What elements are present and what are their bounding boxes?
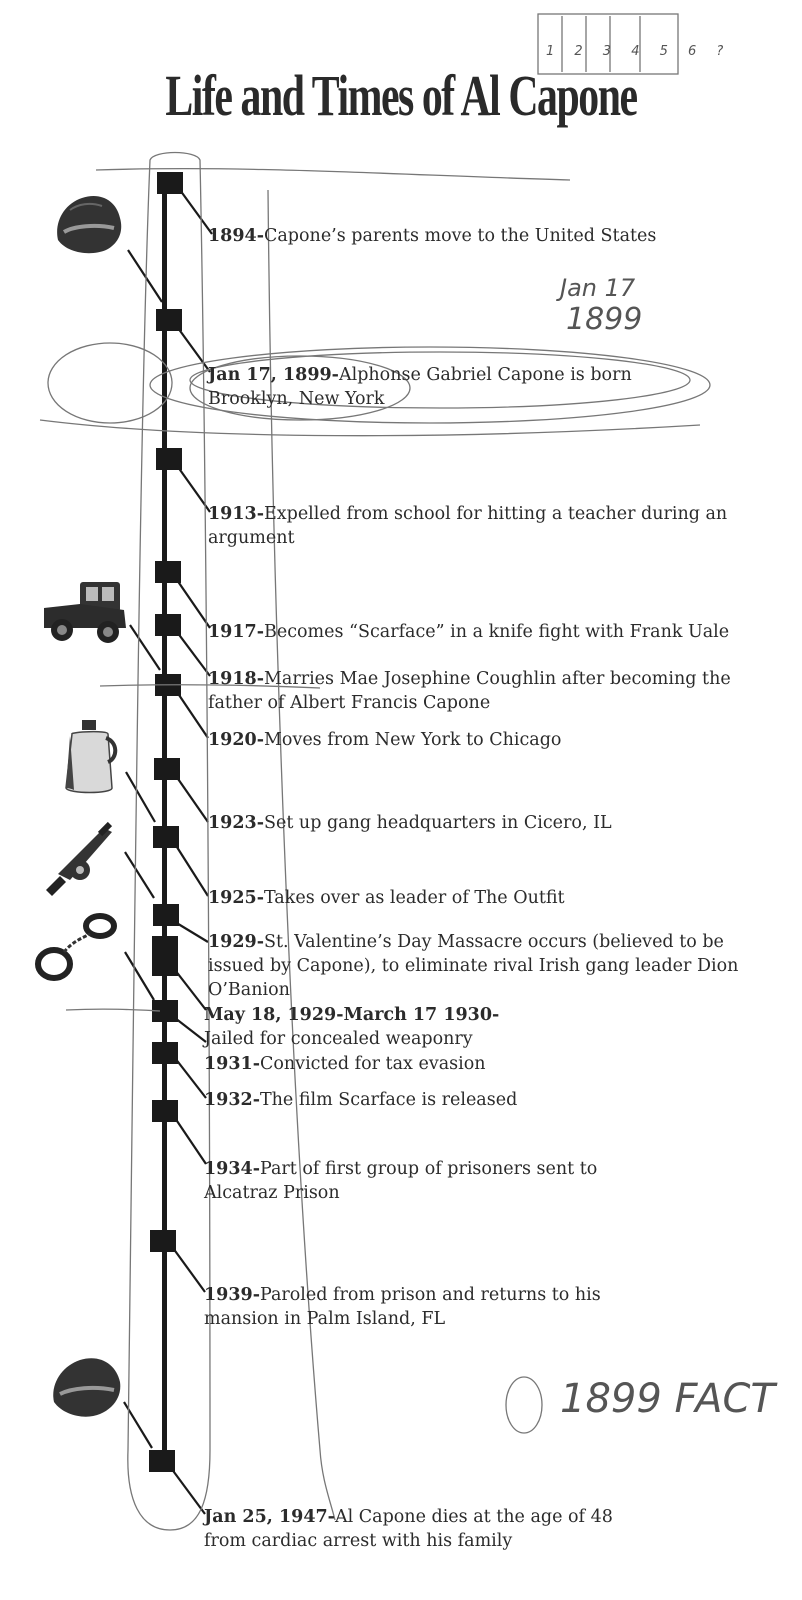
timeline-marker — [152, 1042, 178, 1064]
event-text: Moves from New York to Chicago — [263, 730, 562, 750]
fedora-hat-icon — [57, 196, 122, 254]
timeline-event: 1923-Set up gang headquarters in Cicero,… — [208, 811, 768, 835]
timeline-marker — [152, 1100, 178, 1122]
timeline-marker — [150, 1230, 176, 1252]
event-text: Alphonse Gabriel Capone is born Brooklyn… — [208, 365, 632, 409]
event-date: 1923- — [208, 813, 264, 833]
event-text: Part of first group of prisoners sent to… — [204, 1159, 598, 1203]
timeline-event: Jan 25, 1947-Al Capone dies at the age o… — [204, 1505, 644, 1553]
event-date: 1931- — [204, 1054, 260, 1074]
timeline-event: 1920-Moves from New York to Chicago — [208, 728, 768, 752]
timeline-marker — [157, 172, 183, 194]
handwritten-note-date: Jan 17 — [560, 274, 636, 302]
fedora-hat-icon — [53, 1358, 121, 1417]
event-date: 1939- — [204, 1285, 260, 1305]
event-date: 1932- — [204, 1090, 260, 1110]
handwritten-note-boxes: 1 2 3 4 5 6 ? — [546, 44, 732, 59]
event-date: 1894- — [208, 226, 264, 246]
timeline-marker — [155, 561, 181, 583]
event-date: Jan 25, 1947- — [204, 1507, 335, 1527]
event-text: Capone’s parents move to the United Stat… — [263, 226, 657, 246]
event-text: Takes over as leader of The Outfit — [263, 888, 565, 908]
timeline-event: 1939-Paroled from prison and returns to … — [204, 1283, 664, 1331]
timeline-marker — [149, 1450, 175, 1472]
event-text: Al Capone dies at the age of 48 from car… — [204, 1507, 613, 1551]
timeline-marker — [152, 936, 178, 976]
timeline-marker — [155, 614, 181, 636]
timeline-event: 1929-St. Valentine’s Day Massacre occurs… — [208, 930, 768, 1002]
timeline-marker — [156, 309, 182, 331]
event-text: Marries Mae Josephine Coughlin after bec… — [208, 669, 731, 713]
event-date: 1917- — [208, 622, 264, 642]
timeline-event: Jan 17, 1899-Alphonse Gabriel Capone is … — [208, 363, 678, 411]
event-date: 1913- — [208, 504, 264, 524]
event-text: Set up gang headquarters in Cicero, IL — [263, 813, 612, 833]
timeline-marker — [152, 1000, 178, 1022]
handcuffs-icon — [35, 913, 117, 981]
timeline-event: 1894-Capone’s parents move to the United… — [208, 224, 768, 248]
event-date: Jan 17, 1899- — [208, 365, 339, 385]
event-date: 1918- — [208, 669, 264, 689]
event-date: 1925- — [208, 888, 264, 908]
event-text: St. Valentine’s Day Massacre occurs (bel… — [208, 932, 739, 1000]
timeline-event: 1918-Marries Mae Josephine Coughlin afte… — [208, 667, 768, 715]
timeline-event: 1913-Expelled from school for hitting a … — [208, 502, 768, 550]
event-date: May 18, 1929-March 17 1930- — [204, 1005, 500, 1025]
event-text: Expelled from school for hitting a teach… — [208, 504, 728, 548]
event-text: Becomes “Scarface” in a knife fight with… — [263, 622, 730, 642]
timeline-event: 1934-Part of first group of prisoners se… — [204, 1157, 654, 1205]
handwritten-note-fact: 1899 FACT — [560, 1376, 775, 1422]
timeline-spine — [162, 182, 167, 1460]
tommy-gun-icon — [46, 821, 113, 896]
timeline-event: May 18, 1929-March 17 1930- Jailed for co… — [204, 1003, 524, 1051]
event-text: Convicted for tax evasion — [259, 1054, 486, 1074]
event-text: Jailed for concealed weaponry — [204, 1029, 473, 1049]
timeline-marker — [153, 826, 179, 848]
event-date: 1929- — [208, 932, 264, 952]
event-date: 1934- — [204, 1159, 260, 1179]
vintage-car-icon — [44, 582, 126, 643]
timeline-marker — [154, 758, 180, 780]
timeline-event: 1931-Convicted for tax evasion — [204, 1052, 764, 1076]
timeline-marker — [153, 904, 179, 926]
handwritten-note-year: 1899 — [566, 302, 643, 337]
event-text: Paroled from prison and returns to his m… — [204, 1285, 601, 1329]
timeline-event: 1917-Becomes “Scarface” in a knife fight… — [208, 620, 788, 644]
event-date: 1920- — [208, 730, 264, 750]
whiskey-jug-icon — [65, 720, 118, 794]
timeline-marker — [156, 448, 182, 470]
timeline-event: 1925-Takes over as leader of The Outfit — [208, 886, 768, 910]
event-text: The film Scarface is released — [259, 1090, 518, 1110]
timeline-event: 1932-The film Scarface is released — [204, 1088, 764, 1112]
